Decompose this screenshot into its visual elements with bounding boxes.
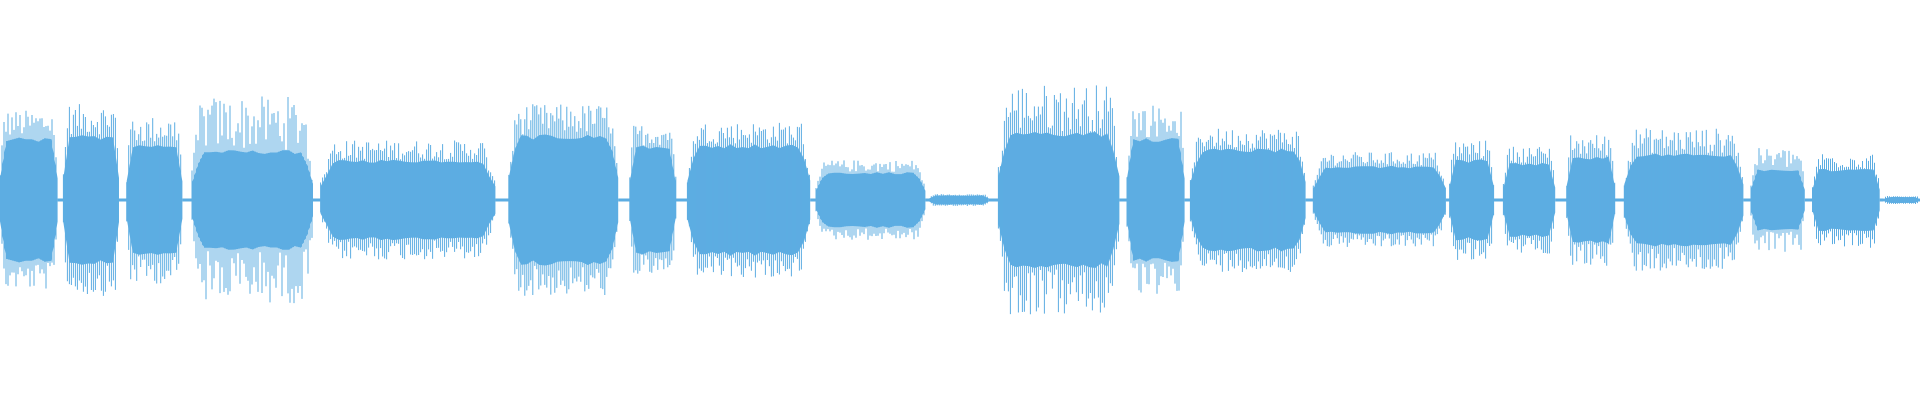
waveform-segment-spikes bbox=[815, 160, 925, 240]
waveform-segment-spikes bbox=[928, 194, 988, 206]
waveform-segment-spikes bbox=[1189, 128, 1305, 272]
waveform-segment-body bbox=[1127, 138, 1185, 262]
waveform-segment-spikes bbox=[1126, 105, 1184, 294]
waveform-segment-spikes bbox=[997, 85, 1119, 315]
waveform-segment-spikes bbox=[320, 140, 496, 260]
waveform-segment-spikes bbox=[1883, 196, 1920, 204]
waveform-segment-spikes bbox=[0, 110, 57, 289]
waveform-segment-spikes bbox=[686, 122, 810, 278]
waveform-segment-spikes bbox=[629, 125, 677, 274]
waveform-segment-spikes bbox=[62, 104, 118, 296]
waveform-segment-spikes bbox=[1566, 135, 1616, 266]
waveform-segment-spikes bbox=[191, 96, 313, 304]
waveform-segment-body bbox=[0, 137, 58, 263]
waveform-segment-spikes bbox=[126, 118, 182, 284]
waveform-segment-spikes bbox=[508, 104, 618, 296]
waveform-segment-spikes bbox=[1750, 148, 1804, 252]
waveform-segment-body bbox=[629, 145, 676, 255]
waveform-segment-spikes bbox=[1312, 152, 1446, 247]
waveform-segment-spikes bbox=[1449, 140, 1495, 260]
waveform-segment-spikes bbox=[1502, 146, 1554, 254]
waveform-segment-spikes bbox=[1623, 128, 1743, 271]
waveform-segment-spikes bbox=[1812, 154, 1879, 248]
